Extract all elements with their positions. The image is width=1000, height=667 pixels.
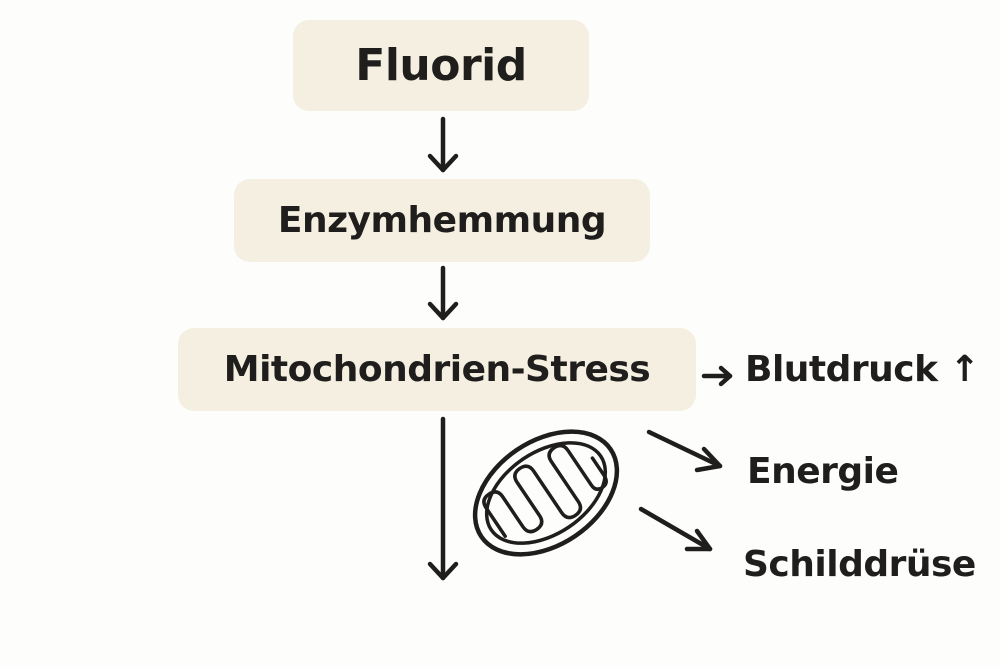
arrow-down-2 (427, 265, 459, 321)
node-enzymhemmung-label: Enzymhemmung (277, 200, 607, 241)
node-fluorid-label: Fluorid (355, 40, 527, 91)
effect-energie-label: Energie (747, 451, 899, 492)
mitochondrion-icon (472, 429, 620, 557)
effect-blutdruck-label: Blutdruck (745, 349, 938, 390)
effect-blutdruck: Blutdruck ↑ (745, 349, 980, 390)
node-mitochondrien-stress: Mitochondrien-Stress (178, 328, 696, 411)
node-mitochondrien-stress-label: Mitochondrien-Stress (223, 349, 651, 390)
up-arrow-icon: ↑ (949, 349, 980, 390)
arrow-down-3 (427, 416, 459, 581)
node-fluorid: Fluorid (293, 20, 589, 111)
arrow-to-schilddruese (638, 506, 713, 552)
effect-schilddruese-label: Schilddrüse (743, 544, 976, 585)
effect-schilddruese: Schilddrüse (743, 547, 976, 583)
arrow-right-blutdruck (701, 365, 733, 387)
node-enzymhemmung: Enzymhemmung (234, 179, 650, 262)
arrow-down-1 (427, 116, 459, 173)
arrow-to-energie (646, 429, 723, 473)
effect-energie: Energie (747, 451, 899, 492)
